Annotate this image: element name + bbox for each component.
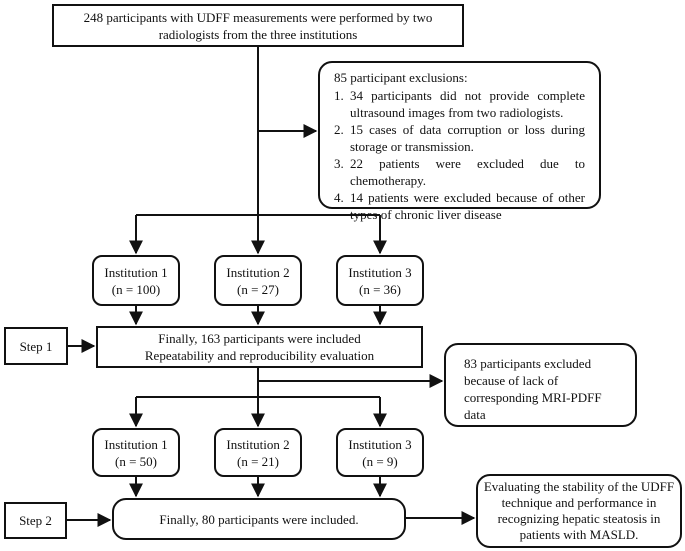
institution-name: Institution 1 [104,264,168,280]
exclusion-item: 4.14 patients were excluded because of o… [334,190,585,222]
included1-box: Finally, 163 participants were included … [96,326,423,368]
included2-box: Finally, 80 participants were included. [112,498,406,540]
institution-name: Institution 3 [348,436,412,452]
evaluation-line-1: Evaluating the stability of the UDFF [483,479,675,494]
institution-b3-box: Institution 3 (n = 9) [336,428,424,477]
included2-line-1: Finally, 80 participants were included. [159,511,359,527]
top-box: 248 participants with UDFF measurements … [52,4,464,47]
institution-name: Institution 3 [348,264,412,280]
evaluation-line-4: patients with MASLD. [519,527,639,542]
institution-count: (n = 21) [237,453,279,469]
exclusion-item: 2.15 cases of data corruption or loss du… [334,122,585,154]
evaluation-line-2: technique and performance in [501,495,657,510]
exclusion-list: 1.34 participants did not provide comple… [334,87,585,223]
step2-box: Step 2 [4,502,67,539]
evaluation-box: Evaluating the stability of the UDFF tec… [476,474,682,548]
institution-count: (n = 100) [111,281,161,297]
institution-a2-box: Institution 2 (n = 27) [214,255,302,306]
institution-b2-box: Institution 2 (n = 21) [214,428,302,477]
step1-box: Step 1 [4,327,68,365]
included1-line-2: Repeatability and reproducibility evalua… [144,348,375,363]
exclusion2-line-1: 83 participants excluded [464,356,592,371]
institution-a1-box: Institution 1 (n = 100) [92,255,180,306]
exclusion-item: 1.34 participants did not provide comple… [334,88,585,120]
exclusion-title: 85 participant exclusions: [334,70,468,85]
evaluation-line-3: recognizing hepatic steatosis in [497,511,661,526]
institution-count: (n = 50) [115,453,157,469]
top-line-1: 248 participants with UDFF measurements … [83,9,433,25]
institution-count: (n = 36) [359,281,401,297]
institution-name: Institution 1 [104,436,168,452]
exclusion2-line-2: because of lack of [464,373,559,388]
step2-label: Step 2 [19,513,52,528]
exclusion2-line-3: corresponding MRI-PDFF data [464,390,602,422]
institution-name: Institution 2 [226,436,290,452]
exclusion-item: 3.22 patients were excluded due to chemo… [334,156,585,188]
institution-name: Institution 2 [226,264,290,280]
institution-b1-box: Institution 1 (n = 50) [92,428,180,477]
exclusion-box-1: 85 participant exclusions: 1.34 particip… [318,61,601,222]
institution-count: (n = 9) [362,453,398,469]
institution-count: (n = 27) [237,281,279,297]
exclusion-box-2: 83 participants excluded because of lack… [444,343,637,427]
institution-a3-box: Institution 3 (n = 36) [336,255,424,306]
step1-label: Step 1 [19,338,53,354]
included1-line-1: Finally, 163 participants were included [158,331,361,346]
top-line-2: radiologists from the three institutions [158,26,358,42]
